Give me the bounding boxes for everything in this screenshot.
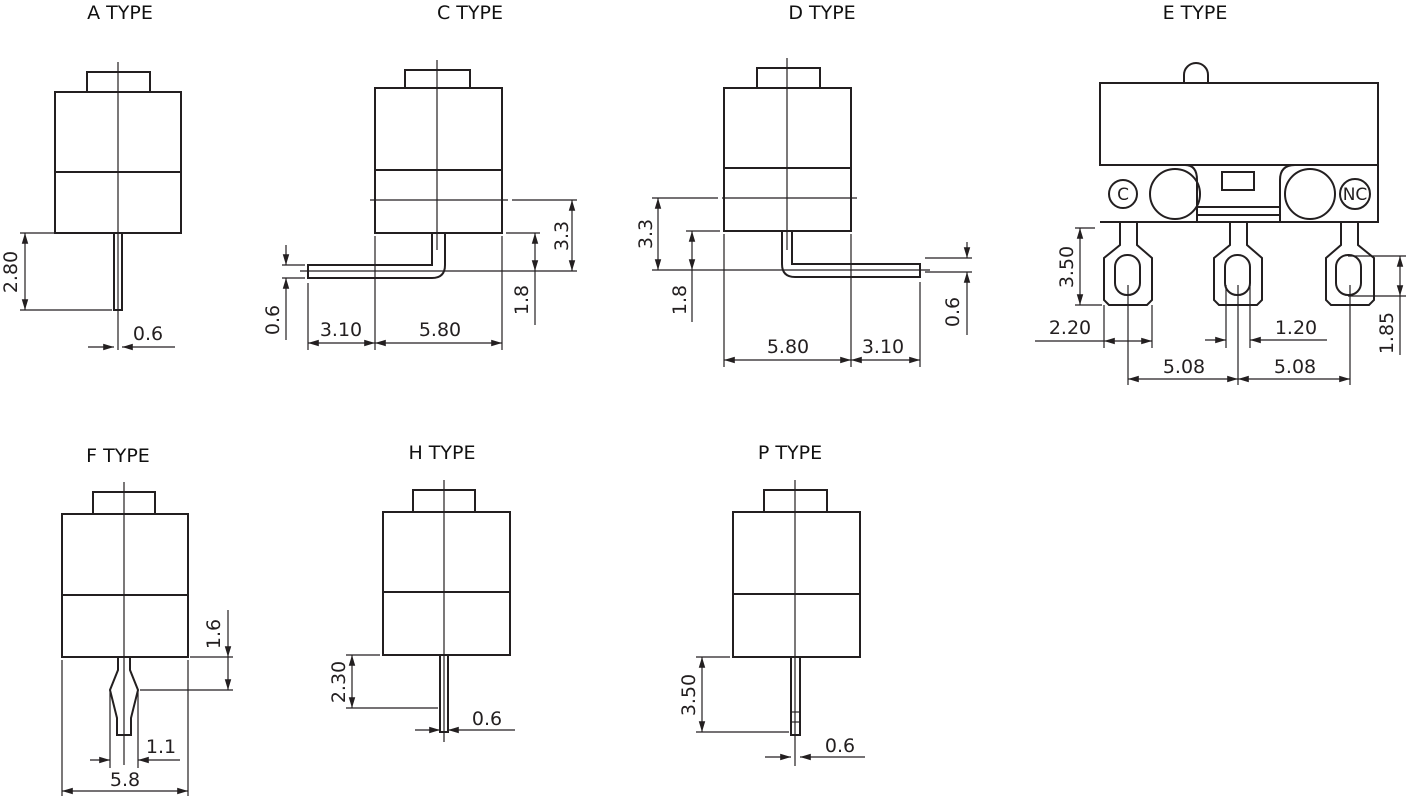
e-type-title: E TYPE — [1163, 2, 1228, 24]
p-pin-width-dim: 0.6 — [825, 735, 855, 757]
e-common-label: C — [1117, 185, 1129, 205]
e-hole-height-dim: 1.85 — [1376, 312, 1398, 354]
e-terminals — [1103, 222, 1375, 306]
f-type-drawing: F TYPE 1.6 1.1 5.8 — [61, 445, 233, 796]
e-height-dim: 3.50 — [1056, 246, 1078, 288]
d-type-title: D TYPE — [788, 2, 855, 24]
c-bend-dim: 1.8 — [511, 285, 533, 315]
p-type-title: P TYPE — [758, 442, 822, 464]
f-pin-width-dim: 1.1 — [146, 736, 176, 758]
e-tab-width-dim: 2.20 — [1049, 317, 1091, 339]
h-type-title: H TYPE — [408, 442, 475, 464]
a-type-title: A TYPE — [87, 2, 153, 24]
c-body-dim: 5.80 — [419, 319, 461, 341]
e-pitch-right-dim: 5.08 — [1274, 356, 1316, 378]
a-pin-width-dim: 0.6 — [133, 323, 163, 345]
e-hole-width-dim: 1.20 — [1275, 317, 1317, 339]
p-pin-length-dim: 3.50 — [678, 674, 700, 716]
c-type-title: C TYPE — [437, 2, 503, 24]
e-pitch-left-dim: 5.08 — [1163, 356, 1205, 378]
p-type-drawing: P TYPE 3.50 0.6 — [678, 442, 865, 766]
c-thickness-dim: 0.6 — [262, 305, 284, 335]
a-pin-length-dim: 2.80 — [0, 251, 22, 293]
h-type-drawing: H TYPE 2.30 0.6 — [328, 442, 515, 742]
h-pin-width-dim: 0.6 — [472, 708, 502, 730]
d-lead-dim: 3.10 — [862, 336, 904, 358]
d-thickness-dim: 0.6 — [942, 297, 964, 327]
c-height-dim: 3.3 — [551, 221, 573, 251]
e-nc-label: NC — [1343, 185, 1368, 205]
d-height-dim: 3.3 — [635, 219, 657, 249]
d-type-drawing: D TYPE 3.3 1.8 0.6 5.80 3.10 — [635, 2, 972, 367]
h-pin-length-dim: 2.30 — [328, 661, 350, 703]
d-body-dim: 5.80 — [767, 336, 809, 358]
d-bend-dim: 1.8 — [669, 285, 691, 315]
c-lead-dim: 3.10 — [320, 319, 362, 341]
e-type-drawing: E TYPE C NC 3.50 2.20 1.20 5. — [1035, 2, 1406, 385]
f-type-title: F TYPE — [86, 445, 150, 467]
f-body-dim: 5.8 — [110, 769, 140, 791]
a-type-drawing: A TYPE 2.80 0.6 — [0, 2, 182, 351]
f-offset-dim: 1.6 — [203, 619, 225, 649]
c-type-drawing: C TYPE 3.3 1.8 0.6 3.10 5.80 — [262, 2, 577, 350]
